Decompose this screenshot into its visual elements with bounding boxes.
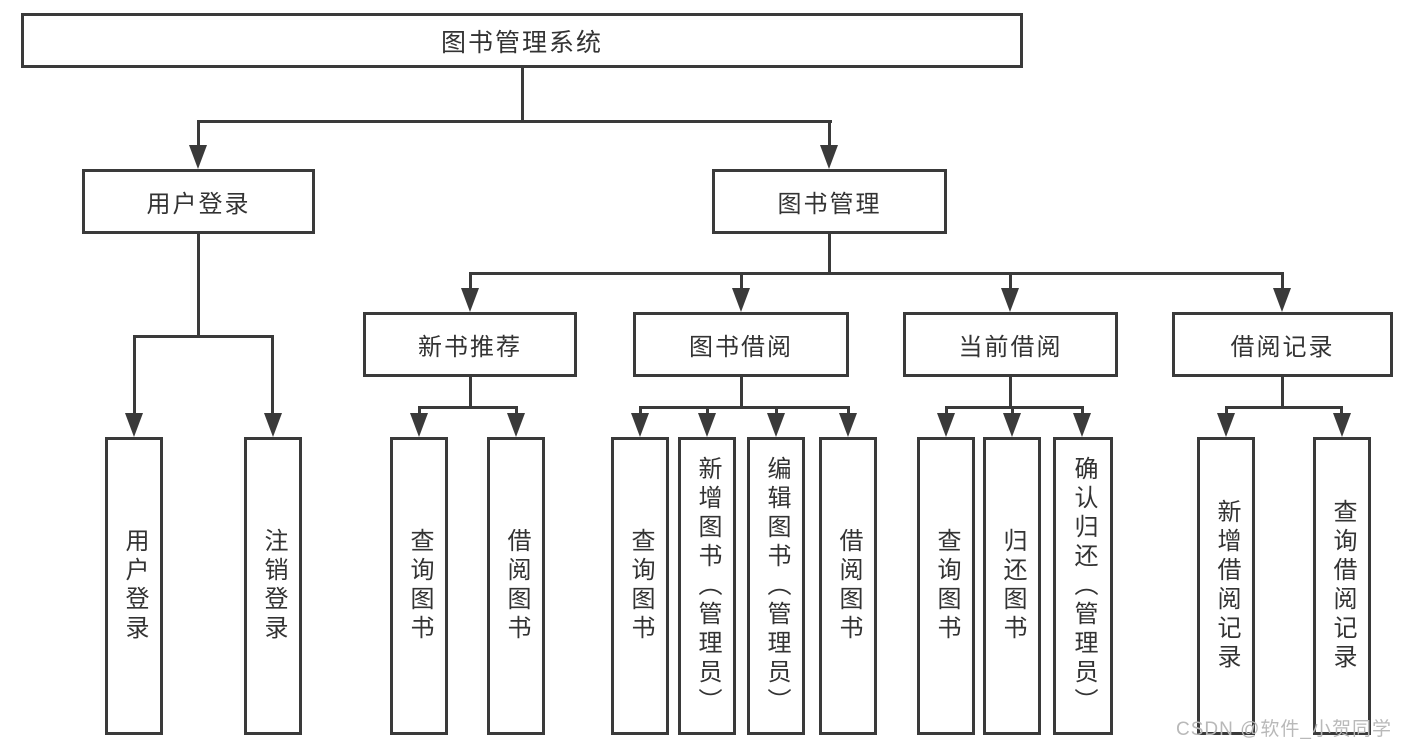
connector-line — [197, 120, 832, 123]
node-label: 归还图书 — [999, 528, 1026, 644]
connector-line — [847, 406, 850, 416]
connector-line — [639, 406, 642, 416]
connector-line — [740, 377, 743, 406]
connector-arrow — [1273, 288, 1291, 312]
connector-arrow — [937, 413, 955, 437]
node-label: 查询图书 — [627, 528, 654, 644]
connector-arrow — [125, 413, 143, 437]
node-user-login: 用户登录 — [82, 169, 315, 234]
connector-line — [1281, 377, 1284, 406]
node-label: 图书借阅 — [689, 334, 793, 361]
connector-line — [1225, 406, 1343, 409]
node-borrow-books-action: 借阅图书 — [819, 437, 877, 735]
node-label: 新增借阅记录 — [1213, 499, 1240, 673]
node-label: 用户登录 — [121, 528, 148, 644]
connector-line — [133, 335, 136, 415]
connector-arrow — [1001, 288, 1019, 312]
node-label: 编辑图书（管理员） — [763, 455, 790, 717]
node-library-system: 图书管理系统 — [21, 13, 1023, 68]
connector-line — [418, 406, 421, 416]
node-label: 图书管理系统 — [440, 28, 603, 57]
watermark: CSDN @软件_小贺同学 — [1176, 719, 1392, 740]
connector-line — [521, 68, 524, 121]
connector-line — [469, 377, 472, 406]
node-label: 新增图书（管理员） — [694, 455, 721, 717]
node-label: 借阅记录 — [1230, 334, 1335, 361]
node-label: 用户登录 — [146, 191, 251, 218]
node-edit-book-admin: 编辑图书（管理员） — [747, 437, 805, 735]
connector-arrow — [189, 145, 207, 169]
connector-line — [775, 406, 778, 416]
node-label: 确认归还（管理员） — [1070, 455, 1097, 717]
connector-arrow — [767, 413, 785, 437]
node-label: 借阅图书 — [503, 528, 530, 644]
connector-arrow — [820, 145, 838, 169]
connector-line — [197, 232, 200, 335]
connector-arrow — [1217, 413, 1235, 437]
node-book-borrow: 图书借阅 — [633, 312, 849, 377]
connector-arrow — [264, 413, 282, 437]
connector-arrow — [631, 413, 649, 437]
node-query-borrow-record: 查询借阅记录 — [1313, 437, 1371, 735]
connector-line — [1009, 272, 1012, 290]
connector-line — [1225, 406, 1228, 416]
connector-line — [418, 406, 518, 409]
node-label: 查询图书 — [406, 528, 433, 644]
node-label: 图书管理 — [777, 191, 882, 218]
connector-line — [1081, 406, 1084, 416]
node-query-books-recommend: 查询图书 — [390, 437, 448, 735]
connector-arrow — [1333, 413, 1351, 437]
node-current-borrow: 当前借阅 — [903, 312, 1118, 377]
connector-line — [945, 406, 948, 416]
node-label: 注销登录 — [260, 528, 287, 644]
node-label: 查询借阅记录 — [1329, 499, 1356, 673]
connector-line — [1281, 272, 1284, 290]
connector-line — [828, 234, 831, 272]
connector-line — [740, 272, 743, 290]
node-borrow-books-recommend: 借阅图书 — [487, 437, 545, 735]
connector-arrow — [461, 288, 479, 312]
node-return-book: 归还图书 — [983, 437, 1041, 735]
connector-arrow — [732, 288, 750, 312]
node-add-book-admin: 新增图书（管理员） — [678, 437, 736, 735]
connector-line — [469, 272, 472, 290]
connector-line — [706, 406, 709, 416]
connector-line — [133, 335, 274, 338]
connector-line — [1009, 377, 1012, 406]
node-add-borrow-record: 新增借阅记录 — [1197, 437, 1255, 735]
node-query-books-current: 查询图书 — [917, 437, 975, 735]
node-borrow-records: 借阅记录 — [1172, 312, 1393, 377]
connector-arrow — [410, 413, 428, 437]
connector-arrow — [698, 413, 716, 437]
connector-line — [945, 406, 1083, 409]
connector-line — [639, 406, 849, 409]
node-label: 借阅图书 — [835, 528, 862, 644]
connector-line — [271, 335, 274, 415]
connector-line — [197, 120, 200, 148]
connector-line — [515, 406, 518, 416]
node-query-books-borrow: 查询图书 — [611, 437, 669, 735]
node-new-book-recommend: 新书推荐 — [363, 312, 577, 377]
connector-line — [1011, 406, 1014, 416]
connector-line — [469, 272, 1283, 275]
node-label: 新书推荐 — [418, 334, 522, 361]
node-book-management: 图书管理 — [712, 169, 947, 234]
connector-arrow — [507, 413, 525, 437]
node-login-action: 用户登录 — [105, 437, 163, 735]
node-confirm-return-admin: 确认归还（管理员） — [1053, 437, 1113, 735]
connector-arrow — [839, 413, 857, 437]
node-label: 查询图书 — [933, 528, 960, 644]
connector-arrow — [1073, 413, 1091, 437]
connector-line — [1340, 406, 1343, 416]
connector-line — [828, 120, 831, 148]
node-logout-action: 注销登录 — [244, 437, 302, 735]
connector-arrow — [1003, 413, 1021, 437]
node-label: 当前借阅 — [958, 334, 1063, 361]
